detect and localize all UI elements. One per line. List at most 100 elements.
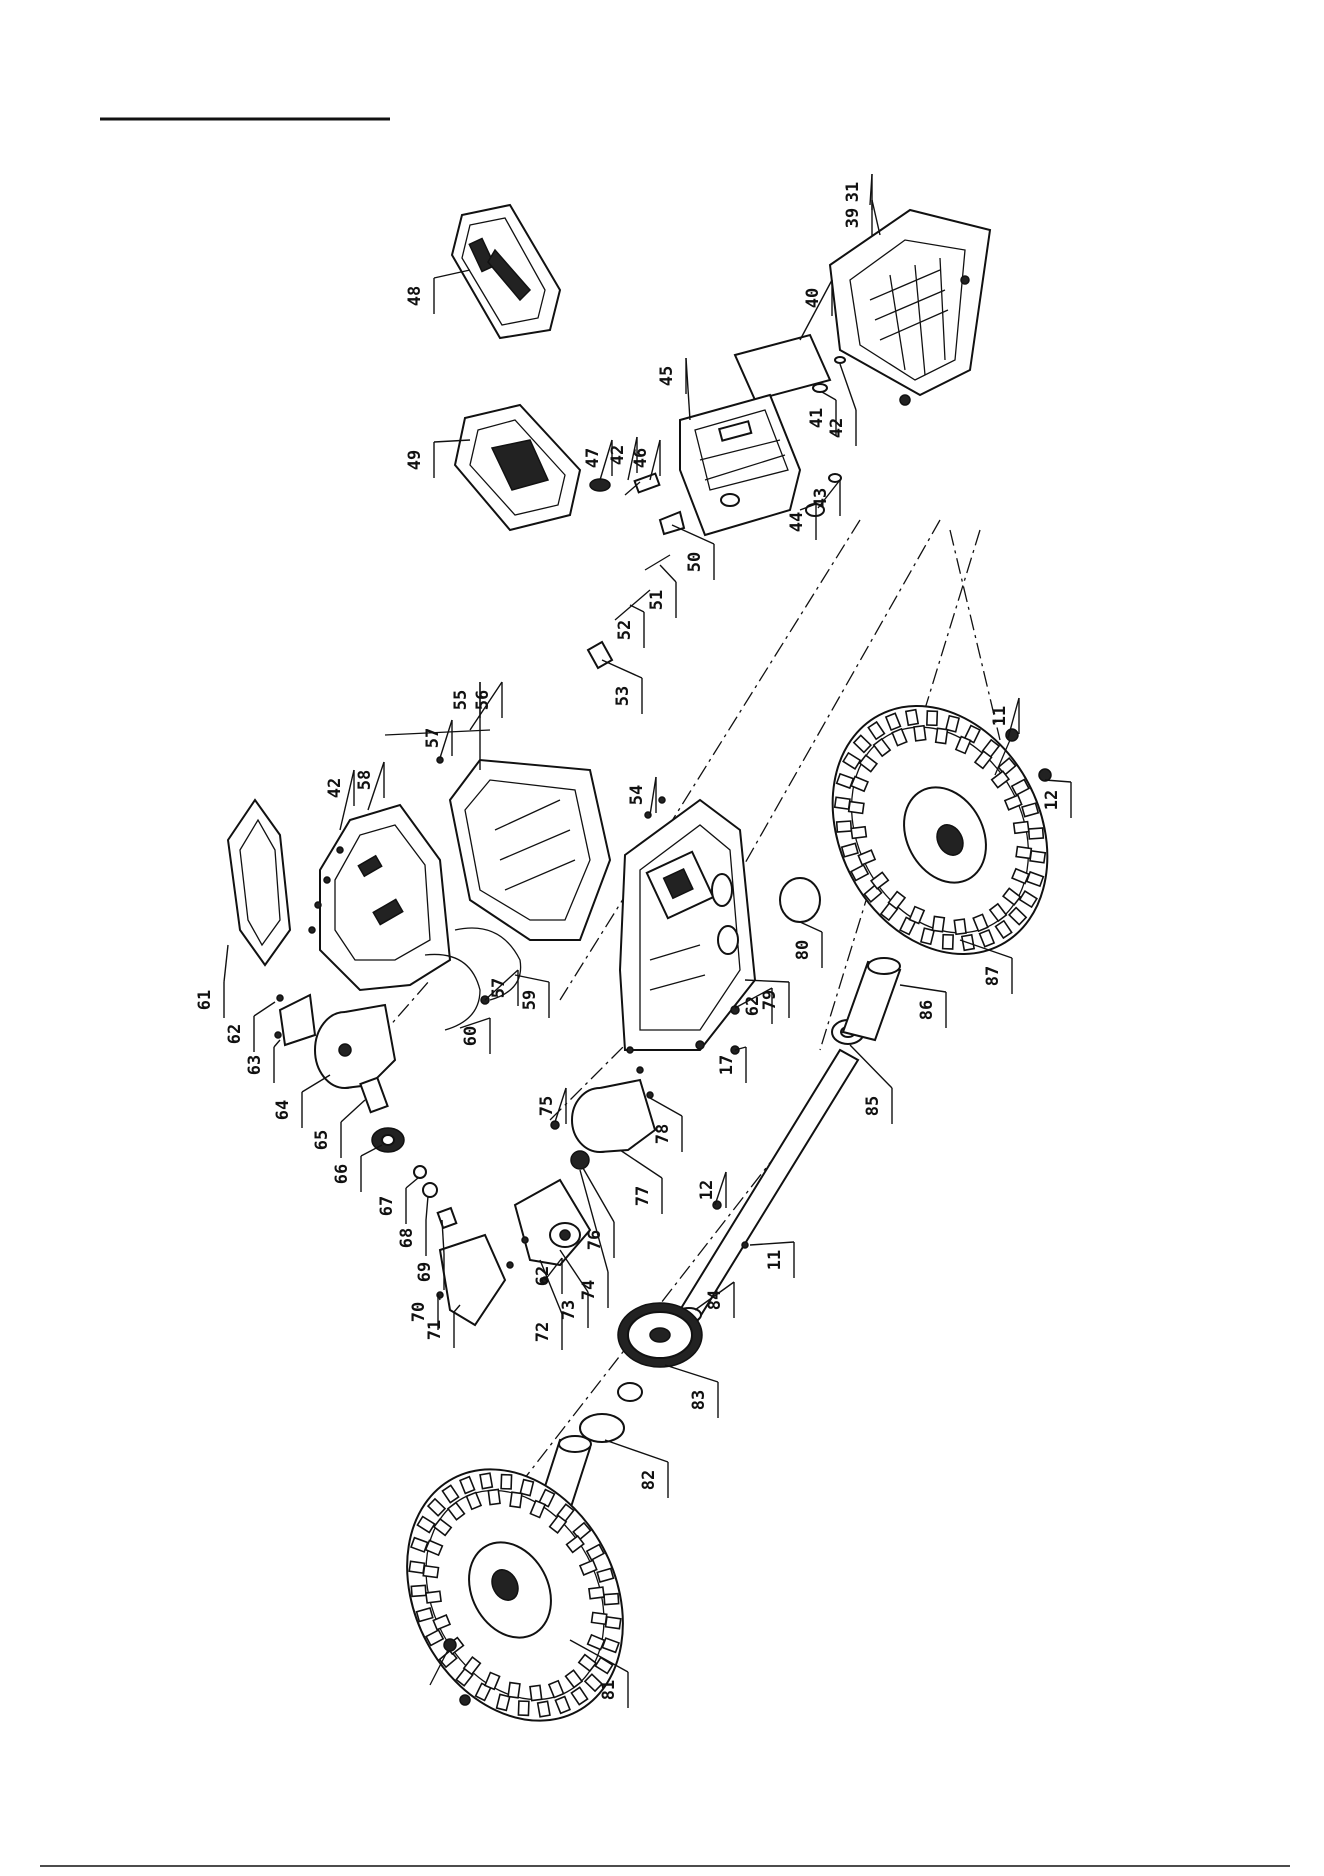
- part-label-57a: 57: [423, 728, 443, 748]
- tread-block: [592, 1612, 607, 1624]
- part-label-58: 58: [355, 770, 375, 790]
- part-label-41: 41: [807, 408, 827, 428]
- part-label-48: 48: [405, 286, 425, 306]
- leader-53: [602, 660, 642, 678]
- part-label-11a: 11: [990, 706, 1010, 726]
- part-61-windscreen: [228, 800, 290, 965]
- leader-86: [900, 985, 946, 992]
- part-81-wheel: [365, 1432, 666, 1759]
- part-68-bearing: [423, 1183, 437, 1197]
- tread-block: [518, 1701, 528, 1715]
- tread-block: [538, 1701, 550, 1717]
- part-label-31: 31: [843, 182, 863, 202]
- part-label-46: 46: [631, 448, 651, 468]
- tread-block: [426, 1591, 441, 1603]
- tread-block: [606, 1617, 621, 1629]
- part-67-washer: [414, 1166, 426, 1178]
- leader-51: [660, 565, 676, 582]
- part-label-55: 55: [451, 690, 471, 710]
- leader-65: [341, 1100, 365, 1122]
- part-label-84: 84: [705, 1290, 725, 1310]
- tread-block: [927, 711, 937, 725]
- leader-82: [605, 1440, 668, 1462]
- tread-block: [488, 1489, 500, 1504]
- part-label-39: 39: [843, 208, 863, 228]
- part-label-56: 56: [473, 690, 493, 710]
- part-label-42c: 42: [325, 778, 345, 798]
- tread-block: [423, 1566, 438, 1578]
- leader-63: [274, 1040, 280, 1047]
- part-label-57b: 57: [489, 978, 509, 998]
- part-83-drive-gear: [618, 1303, 702, 1367]
- leader-52: [630, 605, 644, 612]
- leader-78: [650, 1098, 682, 1116]
- tread-block: [409, 1561, 424, 1573]
- tread-block: [849, 802, 864, 814]
- tread-block: [936, 728, 948, 743]
- leader-67: [406, 1178, 418, 1188]
- part-69-bushing: [438, 1208, 457, 1228]
- part-75-bolt: [551, 1121, 559, 1129]
- leader-41: [822, 392, 836, 400]
- leader-68: [426, 1196, 428, 1220]
- part-label-45: 45: [657, 366, 677, 386]
- part-77-drum: [572, 1080, 655, 1152]
- part-label-87: 87: [983, 966, 1003, 986]
- tread-block: [589, 1587, 604, 1599]
- part-label-74: 74: [579, 1280, 599, 1300]
- part-label-69: 69: [415, 1262, 435, 1282]
- part-label-65: 65: [312, 1130, 332, 1150]
- part-64-motor: [315, 1005, 395, 1088]
- part-label-62a: 62: [225, 1024, 245, 1044]
- part-83-spacer: [618, 1383, 642, 1401]
- part-label-81: 81: [599, 1680, 619, 1700]
- part-74-gear: [571, 1151, 589, 1169]
- tread-block: [604, 1594, 619, 1605]
- part-label-77: 77: [633, 1186, 653, 1206]
- part-label-78: 78: [653, 1124, 673, 1144]
- part-label-17: 17: [717, 1055, 737, 1075]
- tread-block: [508, 1683, 520, 1698]
- tread-block: [1016, 847, 1031, 859]
- part-label-54: 54: [627, 785, 647, 805]
- part-label-68: 68: [397, 1228, 417, 1248]
- part-label-66: 66: [332, 1164, 352, 1184]
- part-58-front-body: [309, 805, 450, 990]
- part-label-86: 86: [917, 1000, 937, 1020]
- part-63-bracket: [280, 995, 315, 1045]
- leader-54: [650, 777, 656, 815]
- leader-83: [665, 1365, 718, 1382]
- part-label-42b: 42: [608, 445, 628, 465]
- tread-block: [411, 1585, 426, 1596]
- tread-block: [943, 935, 953, 949]
- part-label-49: 49: [405, 450, 425, 470]
- leader-42a: [840, 364, 856, 410]
- leader-61: [224, 945, 228, 982]
- leader-62a: [254, 1002, 275, 1016]
- tread-block: [851, 827, 866, 839]
- part-label-72: 72: [533, 1322, 553, 1342]
- part-label-51: 51: [647, 590, 667, 610]
- part-label-82: 82: [639, 1470, 659, 1490]
- part-label-50: 50: [685, 552, 705, 572]
- assembly-center-lines: [360, 520, 1000, 1600]
- part-label-79: 79: [760, 990, 780, 1010]
- leader-76: [583, 1168, 614, 1222]
- part-label-83: 83: [689, 1390, 709, 1410]
- part-48-battery-cover: [452, 205, 560, 338]
- tread-block: [510, 1492, 522, 1507]
- part-label-60: 60: [461, 1026, 481, 1046]
- part-label-42a: 42: [827, 418, 847, 438]
- tread-block: [914, 726, 926, 741]
- tread-block: [1029, 828, 1044, 839]
- part-label-53: 53: [613, 686, 633, 706]
- leader-11b: [750, 1242, 794, 1245]
- part-65-shaft: [360, 1078, 387, 1112]
- part-label-44: 44: [787, 512, 807, 532]
- leader-59: [515, 975, 549, 982]
- part-label-67: 67: [377, 1196, 397, 1216]
- part-label-40: 40: [803, 288, 823, 308]
- part-label-63: 63: [245, 1055, 265, 1075]
- part-label-80: 80: [793, 940, 813, 960]
